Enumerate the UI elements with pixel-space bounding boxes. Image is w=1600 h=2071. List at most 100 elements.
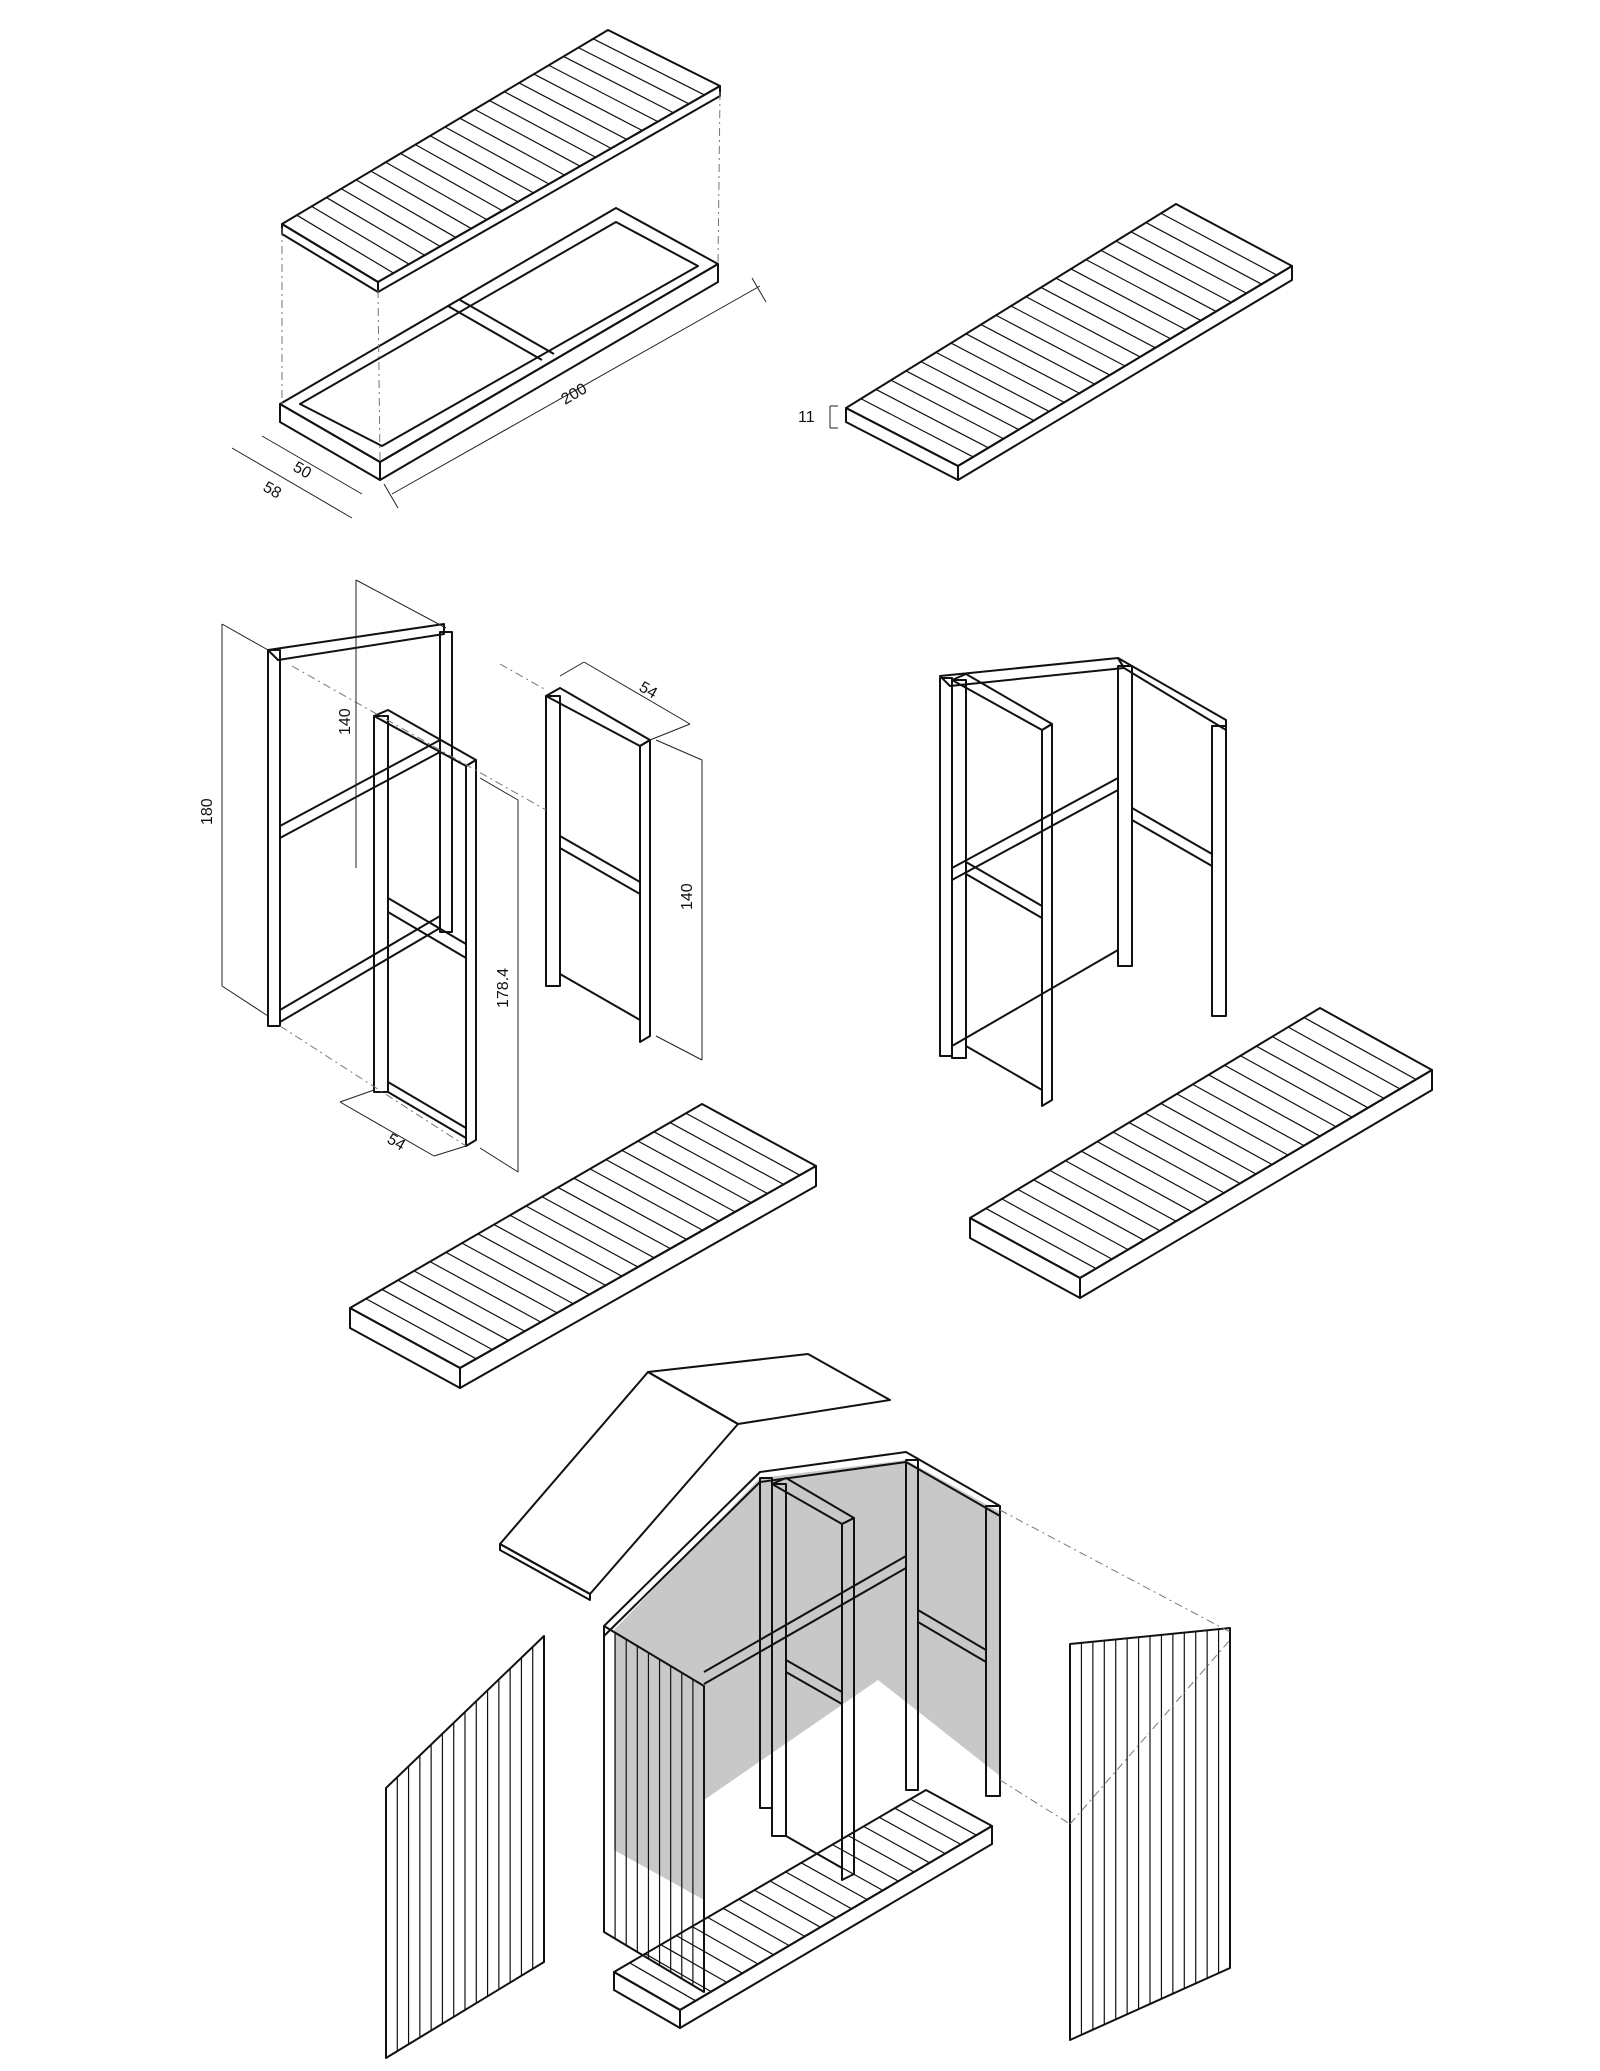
hatch-line <box>1055 277 1171 340</box>
hatch-line <box>691 1925 759 1965</box>
hatch-line <box>525 1205 639 1268</box>
stage-5-cabin-exploded <box>385 1353 1231 2059</box>
hatch-line <box>1224 1064 1337 1128</box>
dimension-label-58: 58 <box>260 479 284 503</box>
hatch-line <box>589 1168 704 1231</box>
hatch-line <box>518 82 628 140</box>
hatch-line <box>355 179 457 238</box>
dimension-label-50: 50 <box>290 459 314 483</box>
dimension-base-width-inner: 50 <box>261 435 363 495</box>
hatch-line <box>573 1177 687 1240</box>
hatch-line <box>592 38 705 96</box>
hatch-line <box>660 1944 728 1983</box>
hatch-line <box>935 351 1050 412</box>
stage-4-deck <box>969 1007 1433 1299</box>
dimension-door-width-bottom: 54 <box>339 1089 467 1157</box>
hatch-line <box>878 1816 946 1855</box>
dimension-door-height: 178.4 <box>479 777 519 1173</box>
hatch-line <box>629 1962 696 2002</box>
deck-lid-top <box>281 29 721 293</box>
right-side-panel <box>1069 1627 1231 2041</box>
hatch-line <box>1040 286 1156 349</box>
cabin-side-panel <box>603 1625 705 1993</box>
hatch-line <box>1065 1160 1177 1222</box>
hatch-line <box>1115 240 1232 303</box>
hatch-line <box>985 1207 1097 1270</box>
hatch-line <box>754 1889 821 1928</box>
hatch-line <box>429 135 534 194</box>
hatch-line <box>1176 1093 1289 1156</box>
hatch-line <box>548 64 659 123</box>
door-frame <box>373 709 477 1147</box>
hatch-line <box>1096 1141 1209 1203</box>
hatch-line <box>894 1807 962 1845</box>
hatch-line <box>400 152 503 212</box>
hatch-line <box>1160 1102 1273 1166</box>
hatch-line <box>1085 259 1202 322</box>
hatch-line <box>1010 305 1126 367</box>
hatch-line <box>429 1261 542 1323</box>
hatch-line <box>637 1140 752 1204</box>
hatch-line <box>738 1898 806 1937</box>
hatch-line <box>1271 1036 1385 1099</box>
hatch-line <box>769 1880 837 1919</box>
hatch-line <box>1017 1188 1129 1251</box>
hatch-line <box>557 1186 671 1250</box>
hatch-line <box>1128 1122 1241 1184</box>
hatch-line <box>509 1214 623 1277</box>
dimension-base-length: 200 <box>383 277 767 509</box>
dimension-label-140-side: 140 <box>337 708 354 735</box>
hatch-line <box>860 398 974 458</box>
hatch-line <box>326 197 425 256</box>
hatch-line <box>605 1159 720 1222</box>
hatch-line <box>1240 1055 1353 1118</box>
stage-4-frames-assembled <box>939 657 1227 1107</box>
hatch-line <box>965 333 1080 394</box>
hatch-line <box>1287 1026 1401 1090</box>
hatch-line <box>676 1935 743 1974</box>
stage-3-frames-exploded: 180 140 54 140 178.4 5 <box>199 579 703 1173</box>
hatch-line <box>847 1834 915 1873</box>
hatch-line <box>365 1298 477 1360</box>
hatch-line <box>1001 1198 1113 1260</box>
hatch-line <box>1160 212 1278 276</box>
hatch-line <box>578 47 690 105</box>
base-frame <box>279 207 719 481</box>
hatch-line <box>381 1288 493 1351</box>
stage-2-deck: 11 <box>798 203 1293 481</box>
hatch-line <box>995 314 1111 376</box>
dimension-label-11: 11 <box>798 409 815 426</box>
hatch-line <box>1025 296 1141 358</box>
left-gable-panel <box>385 1635 545 2059</box>
hatch-line <box>685 1112 801 1176</box>
dimension-door-width-top: 54 <box>559 661 691 741</box>
hatch-line <box>653 1131 768 1195</box>
hatch-line <box>785 1871 852 1910</box>
hatch-line <box>477 1233 590 1296</box>
hatch-line <box>1145 222 1262 285</box>
hatch-line <box>1144 1112 1257 1175</box>
hatch-line <box>816 1853 884 1891</box>
hatch-line <box>707 1916 774 1956</box>
hatch-line <box>459 117 565 176</box>
hatch-line <box>863 1825 930 1864</box>
hatch-line <box>1033 1179 1145 1241</box>
roof-panels <box>499 1353 891 1601</box>
stage-5-deck <box>613 1789 993 2029</box>
stage-1-base-exploded: 200 50 58 <box>231 29 767 519</box>
hatch-line <box>1130 231 1247 294</box>
hatch-line <box>722 1907 790 1947</box>
hatch-line <box>980 324 1095 385</box>
hatch-line <box>1256 1045 1369 1109</box>
hatch-line <box>474 108 581 167</box>
hatch-line <box>533 73 643 132</box>
hatch-line <box>370 170 472 230</box>
dimension-door-panel-height: 140 <box>655 739 703 1061</box>
corner-frame-back <box>267 623 453 1027</box>
hatch-line <box>541 1196 655 1259</box>
stage-3-deck <box>349 1103 817 1389</box>
hatch-line <box>385 161 488 221</box>
hatch-line <box>905 370 1020 431</box>
hatch-line <box>397 1279 509 1341</box>
hatch-line <box>445 1251 558 1314</box>
